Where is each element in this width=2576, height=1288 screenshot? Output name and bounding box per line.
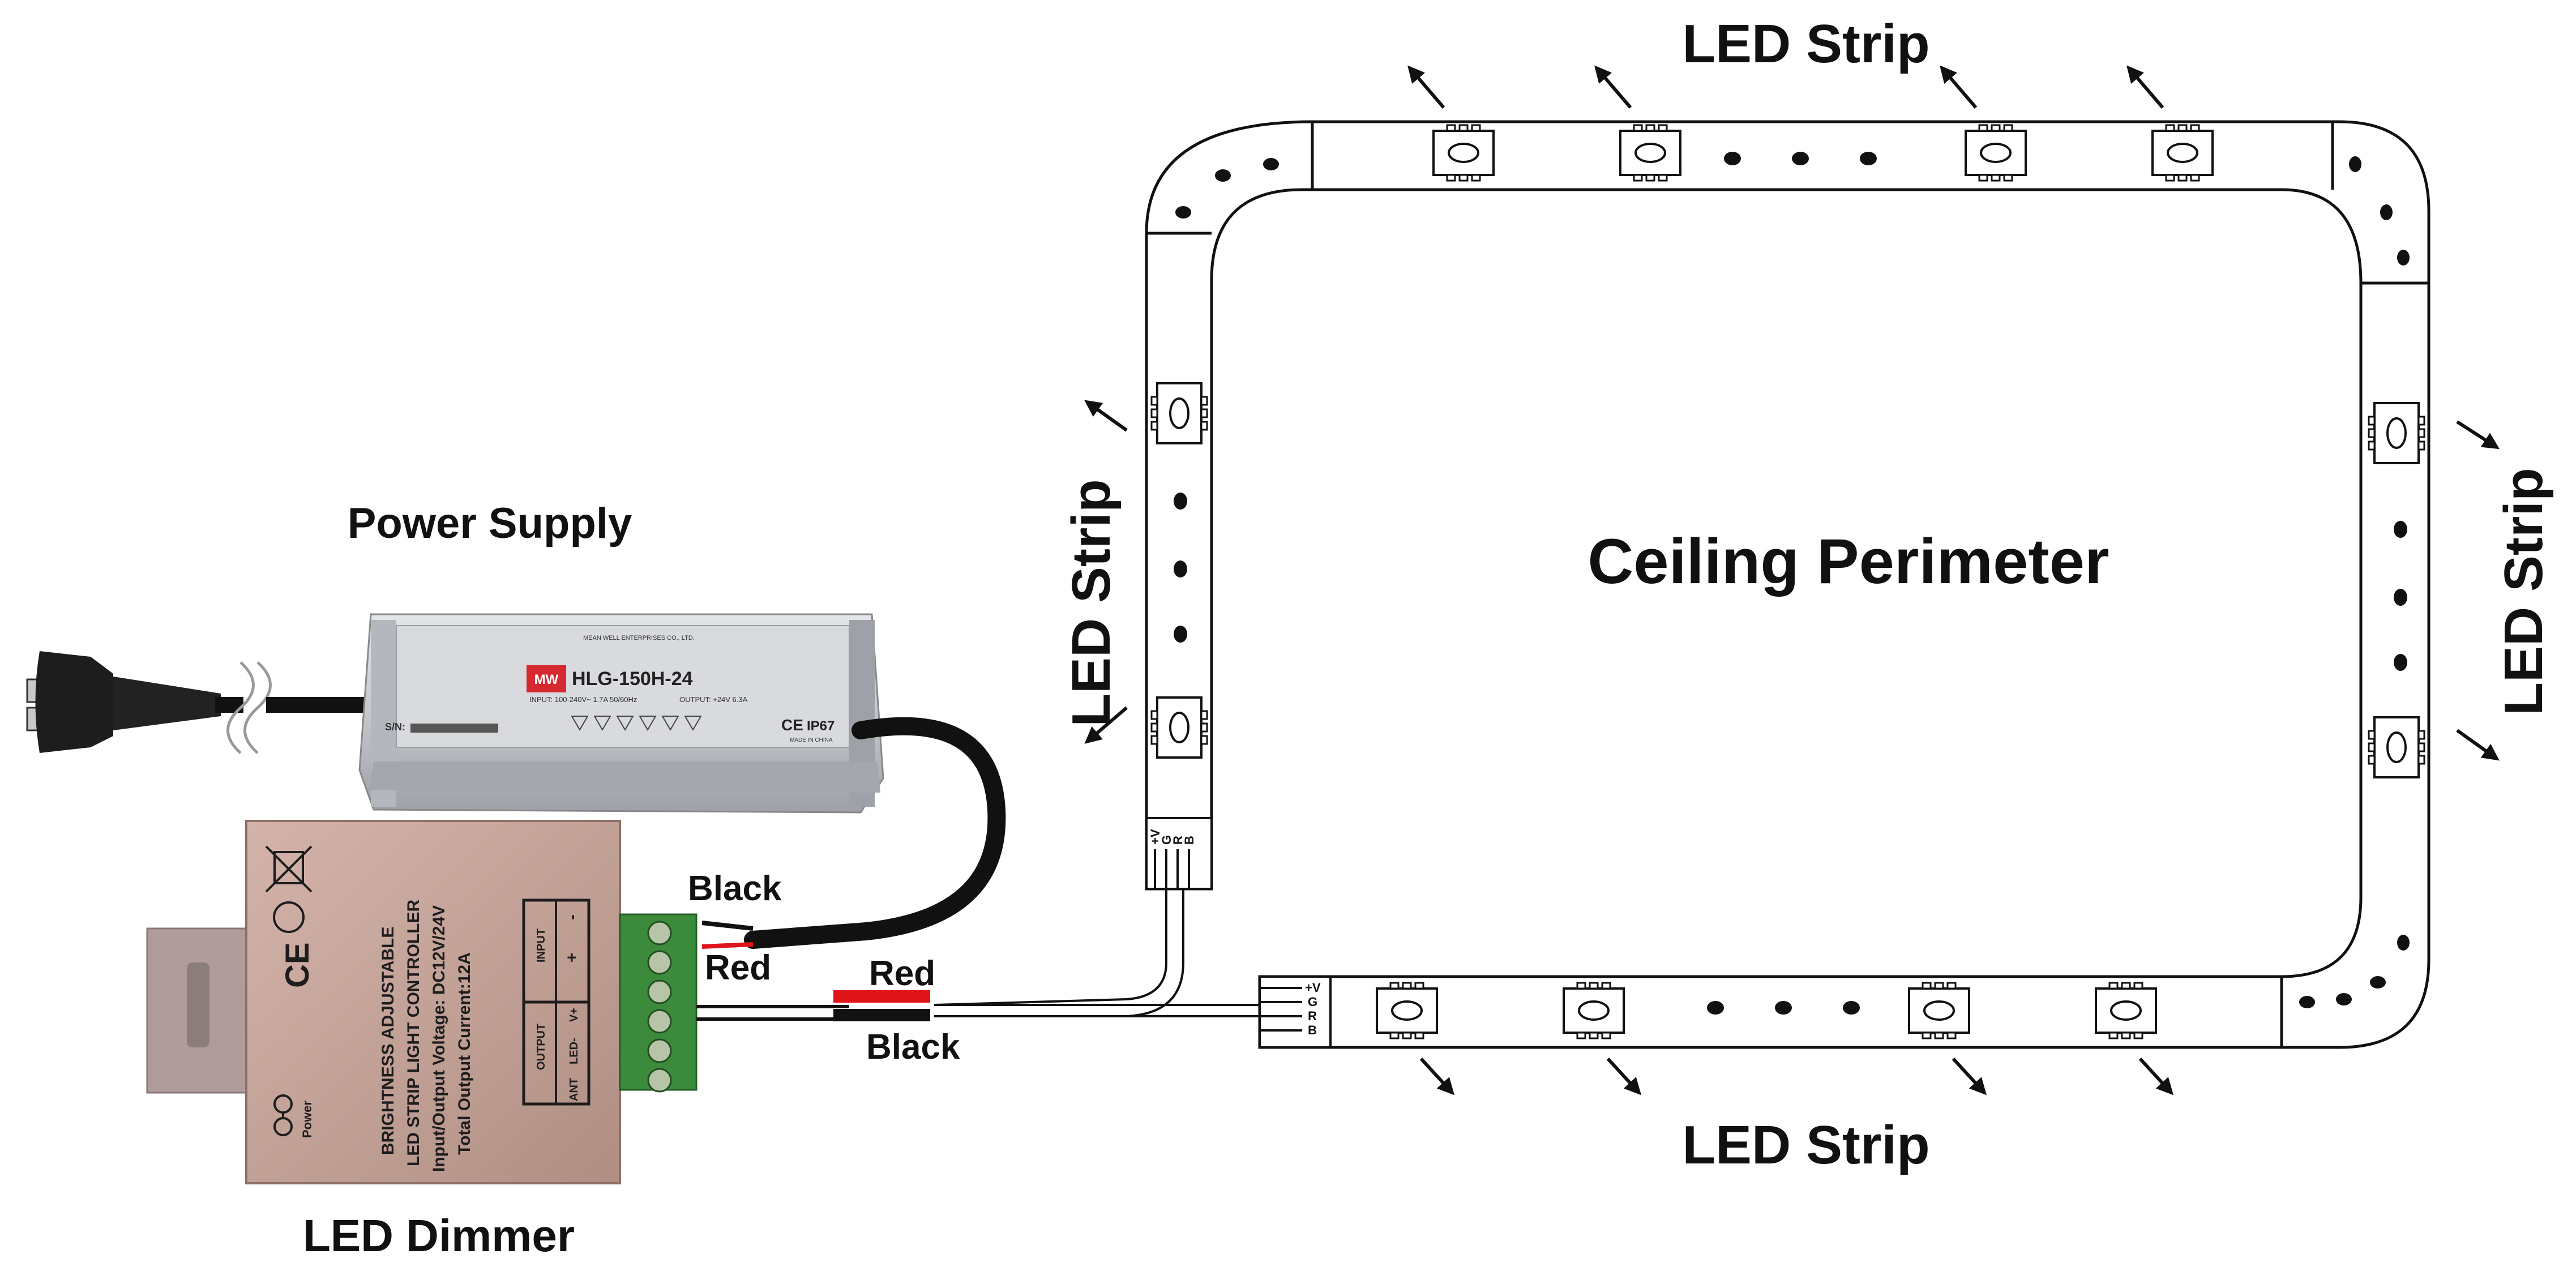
label-led-strip-bottom: LED Strip xyxy=(1682,1115,1929,1175)
dimmer-ce-mark: CE xyxy=(279,942,316,988)
dimmer-weee-icon xyxy=(265,845,313,893)
led-chips xyxy=(1150,124,2425,1039)
pin-label-b-bottom: B xyxy=(1308,1023,1317,1037)
led-chip-bottom-4 xyxy=(2095,982,2157,1039)
strip-corner-dots xyxy=(1175,156,2410,1008)
power-supply-unit: MW HLG-150H-24 MEAN WELL ENTERPRISES CO.… xyxy=(358,613,884,814)
psu-symbol-row xyxy=(571,716,702,731)
light-arrow-top-1 xyxy=(1407,65,1445,109)
led-chip-top-2 xyxy=(1619,124,1681,182)
led-chip-left-1 xyxy=(1150,382,1208,444)
label-wire-red-bottom: Red xyxy=(869,954,935,993)
label-led-strip-top: LED Strip xyxy=(1682,14,1929,74)
power-plug xyxy=(26,651,221,753)
strip-feed-cables xyxy=(934,889,1260,1017)
strip-continuation-dots xyxy=(1174,152,2407,1015)
pin-label-b-left: B xyxy=(1182,836,1196,845)
dimmer-rohs-icon xyxy=(273,901,305,933)
dimmer-power-caption: Power xyxy=(300,1101,314,1138)
label-wire-red-top: Red xyxy=(705,948,771,987)
pin-label-vplus-left: +V xyxy=(1148,829,1162,845)
pin-label-g-bottom: G xyxy=(1308,995,1317,1009)
psu-serial-prefix: S/N: xyxy=(385,721,405,733)
light-arrow-top-3 xyxy=(1940,65,1978,109)
led-chip-right-1 xyxy=(2368,402,2425,464)
light-arrow-bottom-1 xyxy=(1419,1057,1455,1096)
terminal-label-input: INPUT xyxy=(535,928,547,962)
pin-label-vplus-bottom: +V xyxy=(1305,981,1321,995)
psu-model: HLG-150H-24 xyxy=(572,668,693,690)
mains-cable xyxy=(215,661,374,754)
terminal-label-led-minus: LED- xyxy=(568,1038,580,1064)
led-chip-bottom-2 xyxy=(1563,982,1625,1039)
strip-connector-bottom: +V G R B xyxy=(1259,975,1332,1049)
label-wire-black-top: Black xyxy=(688,869,782,908)
terminal-label-minus: - xyxy=(563,914,581,920)
label-wire-black-bottom: Black xyxy=(866,1028,960,1067)
terminal-label-output: OUTPUT xyxy=(535,1024,547,1070)
led-dimmer-unit: INPUT OUTPUT + - V+ LED- ANT BRIGHTNESS … xyxy=(146,820,698,1184)
light-arrow-left-2 xyxy=(1084,706,1128,744)
dimmer-output-wires xyxy=(696,990,930,1021)
dimmer-text-line-2: LED STRIP LIGHT CONTROLLER xyxy=(404,900,423,1166)
light-arrow-top-2 xyxy=(1594,65,1632,109)
psu-input: INPUT: 100-240V~ 1.7A 50/60Hz xyxy=(529,695,637,704)
led-chip-bottom-1 xyxy=(1376,982,1438,1039)
terminal-label-plus: + xyxy=(563,952,581,962)
light-arrows xyxy=(1084,65,2500,1096)
psu-output: OUTPUT: +24V 6.3A xyxy=(679,695,748,704)
label-led-strip-left: LED Strip xyxy=(1061,479,1122,726)
led-chip-left-2 xyxy=(1150,696,1208,759)
light-arrow-bottom-4 xyxy=(2138,1057,2174,1096)
dimmer-text-line-4: Total Output Current:12A xyxy=(455,952,474,1155)
strip-outer-edge xyxy=(1145,120,2430,1049)
dimmer-text-line-3: Input/Output Voltage: DC12V/24V xyxy=(430,905,448,1172)
psu-ip-rating: IP67 xyxy=(807,718,835,734)
dimmer-text-line-1: BRIGHTNESS ADJUSTABLE xyxy=(379,927,397,1155)
led-chip-right-2 xyxy=(2368,716,2425,778)
dimmer-power-jack-icon xyxy=(273,1094,293,1136)
pin-label-r-left: R xyxy=(1171,836,1185,845)
led-chip-top-1 xyxy=(1432,124,1495,182)
light-arrow-left-1 xyxy=(1084,400,1128,432)
light-arrow-right-1 xyxy=(2456,420,2500,450)
label-led-strip-right: LED Strip xyxy=(2493,468,2554,715)
led-chip-bottom-3 xyxy=(1908,982,1970,1039)
led-chip-top-3 xyxy=(1965,124,2027,182)
psu-origin: MADE IN CHINA xyxy=(790,737,833,743)
meanwell-logo xyxy=(527,665,566,692)
terminal-label-ant: ANT xyxy=(568,1078,580,1101)
psu-manufacturer: MEAN WELL ENTERPRISES CO., LTD. xyxy=(583,635,695,641)
light-arrow-bottom-3 xyxy=(1952,1057,1987,1096)
label-power-supply: Power Supply xyxy=(348,499,632,547)
pin-label-r-bottom: R xyxy=(1308,1009,1317,1023)
led-chip-top-4 xyxy=(2151,124,2214,182)
dimmer-terminal-screws xyxy=(647,921,672,1093)
psu-output-cable xyxy=(701,717,1006,949)
label-led-dimmer: LED Dimmer xyxy=(303,1210,575,1261)
light-arrow-bottom-2 xyxy=(1606,1057,1642,1096)
terminal-label-vplus: V+ xyxy=(568,1008,580,1022)
psu-barcode xyxy=(410,724,498,733)
psu-brand: MW xyxy=(534,672,559,687)
light-arrow-top-4 xyxy=(2126,65,2164,109)
light-arrow-right-2 xyxy=(2456,729,2500,761)
psu-ce-mark: CE xyxy=(781,716,803,734)
label-ceiling-perimeter: Ceiling Perimeter xyxy=(1587,526,2109,597)
pin-label-g-left: G xyxy=(1159,835,1174,845)
strip-connector-left: +V G R B xyxy=(1145,817,1213,890)
